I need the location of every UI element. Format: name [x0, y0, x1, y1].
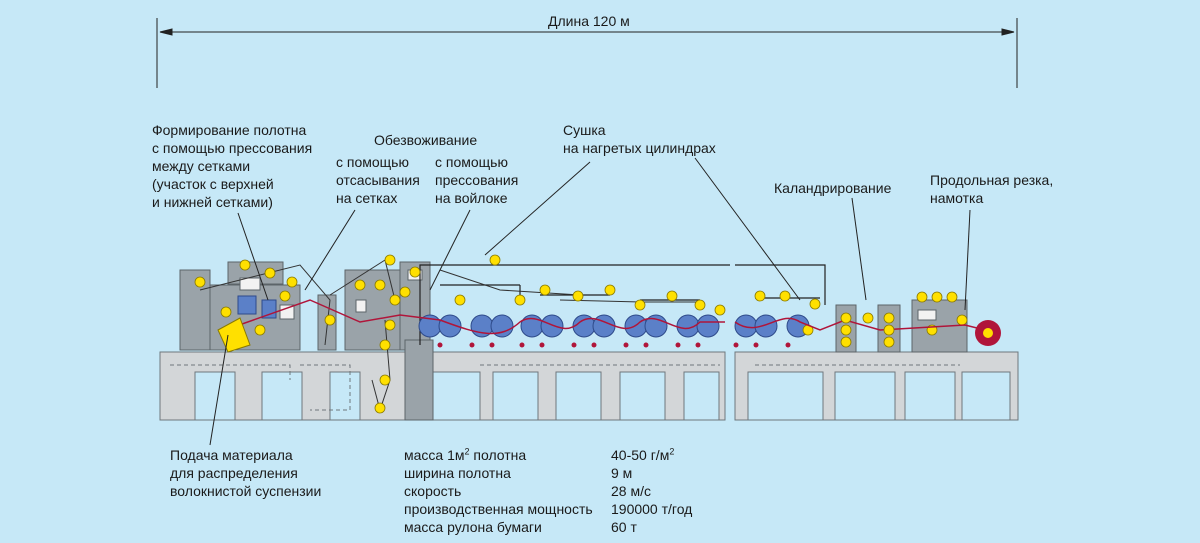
- guide-roll: [604, 284, 616, 296]
- steam-dot: [785, 342, 791, 348]
- reel: [975, 320, 1001, 346]
- guide-roll: [379, 339, 391, 351]
- guide-roll: [264, 267, 276, 279]
- drying-cylinder: [754, 314, 778, 338]
- guide-roll: [389, 294, 401, 306]
- steam-dot: [643, 342, 649, 348]
- spec-value: 40-50 г/м2: [611, 446, 675, 463]
- guide-roll: [809, 298, 821, 310]
- guide-roll: [286, 276, 298, 288]
- leader-lines: [209, 157, 971, 446]
- red-dots: [437, 342, 791, 348]
- guide-roll: [634, 299, 646, 311]
- steam-dot: [733, 342, 739, 348]
- guide-roll: [946, 291, 958, 303]
- length-label: Длина 120 м: [548, 13, 630, 29]
- guide-roll: [931, 291, 943, 303]
- steam-dot: [753, 342, 759, 348]
- calender-stacks: [840, 312, 895, 348]
- drying-cylinder: [438, 314, 462, 338]
- paper-web: [224, 299, 986, 335]
- guide-roll: [779, 290, 791, 302]
- spec-value: 60 т: [611, 519, 637, 535]
- drying-cylinder: [490, 314, 514, 338]
- guide-roll: [384, 319, 396, 331]
- guide-roll: [956, 314, 968, 326]
- spec-name: масса 1м2 полотна: [404, 446, 527, 463]
- guide-roll: [714, 304, 726, 316]
- guide-roll: [239, 259, 251, 271]
- drying-cylinder: [592, 314, 616, 338]
- guide-roll: [454, 294, 466, 306]
- spec-value: 9 м: [611, 465, 633, 481]
- spec-name: производственная мощность: [404, 501, 593, 517]
- spec-value: 190000 т/год: [611, 501, 693, 517]
- steam-dot: [437, 342, 443, 348]
- spec-value: 28 м/с: [611, 483, 651, 499]
- guide-roll: [754, 290, 766, 302]
- guide-roll: [572, 290, 584, 302]
- guide-roll: [354, 279, 366, 291]
- calendering-label: Каландрирование: [774, 180, 892, 196]
- guide-roll: [220, 306, 232, 318]
- spec-name: ширина полотна: [404, 465, 511, 481]
- steam-dot: [519, 342, 525, 348]
- guide-roll: [194, 276, 206, 288]
- guide-roll: [916, 291, 928, 303]
- steam-dot: [489, 342, 495, 348]
- guide-roll: [539, 284, 551, 296]
- guide-roll: [666, 290, 678, 302]
- guide-roll: [254, 324, 266, 336]
- guide-roll: [384, 254, 396, 266]
- guide-roll: [324, 314, 336, 326]
- guide-roll: [409, 266, 421, 278]
- drying-cylinder: [734, 314, 758, 338]
- foundation-openings: [194, 371, 1011, 421]
- spec-name: скорость: [404, 483, 462, 499]
- guide-roll: [279, 290, 291, 302]
- drying-cylinder: [540, 314, 564, 338]
- spec-name: масса рулона бумаги: [404, 519, 542, 535]
- steam-dot: [591, 342, 597, 348]
- drying-cylinder: [696, 314, 720, 338]
- steam-dot: [695, 342, 701, 348]
- guide-roll: [399, 286, 411, 298]
- guide-roll: [489, 254, 501, 266]
- steam-dot: [571, 342, 577, 348]
- steam-dot: [469, 342, 475, 348]
- guide-roll: [379, 374, 391, 386]
- steam-dot: [675, 342, 681, 348]
- steam-dot: [539, 342, 545, 348]
- guide-roll: [374, 279, 386, 291]
- guide-roll: [862, 312, 874, 324]
- guide-roll: [514, 294, 526, 306]
- steam-dot: [623, 342, 629, 348]
- guide-roll: [694, 299, 706, 311]
- length-dimension: [156, 18, 1018, 88]
- dewatering-title: Обезвоживание: [374, 132, 478, 148]
- headbox: [217, 317, 251, 353]
- guide-roll: [374, 402, 386, 414]
